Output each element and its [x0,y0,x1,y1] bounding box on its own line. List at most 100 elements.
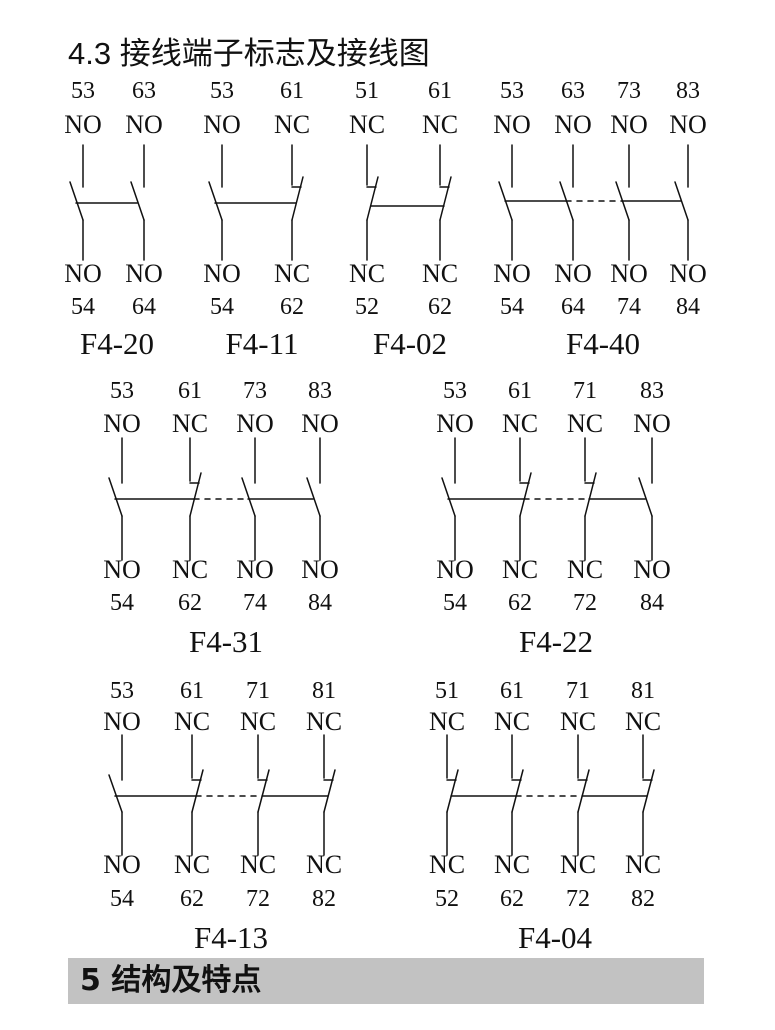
terminal-number-top: 63 [561,78,585,104]
normally-open-blade [208,181,223,221]
contact-type-top: NC [494,707,530,736]
terminal-number-bottom: 84 [640,590,664,616]
terminal-number-bottom: 72 [573,590,597,616]
terminal-number-bottom: 62 [280,294,304,320]
contact-type-top: NC [422,110,458,139]
diagram-label: F4-20 [80,326,154,361]
contact-type-top: NC [174,707,210,736]
diagram-label: F4-02 [373,326,447,361]
terminal-number-top: 61 [428,78,452,104]
terminal-number-top: 81 [631,678,655,704]
contact-type-top: NO [125,110,163,139]
normally-closed-blade [584,472,597,517]
next-section-title: 5 结构及特点 [80,963,262,998]
contact-type-top: NC [240,707,276,736]
terminal-number-bottom: 54 [210,294,234,320]
normally-closed-blade [446,769,459,813]
terminal-number-top: 83 [676,78,700,104]
terminal-number-bottom: 84 [676,294,700,320]
terminal-number-bottom: 52 [435,886,459,912]
terminal-number-top: 51 [355,78,379,104]
terminal-number-bottom: 62 [178,590,202,616]
contact-type-bottom: NO [203,259,241,288]
section-header-bar: 5 结构及特点 [68,958,704,1004]
diagram-label: F4-31 [189,624,263,659]
contact-type-bottom: NC [274,259,310,288]
normally-closed-blade [519,472,532,517]
terminal-number-top: 53 [210,78,234,104]
terminal-number-top: 83 [640,378,664,404]
diagram-label: F4-22 [519,624,593,659]
terminal-number-top: 51 [435,678,459,704]
contact-type-top: NO [236,409,274,438]
terminal-number-top: 53 [110,678,134,704]
contact-type-bottom: NO [554,259,592,288]
normally-open-blade [69,181,84,221]
contact-type-top: NO [103,409,141,438]
contact-type-top: NO [554,110,592,139]
terminal-number-top: 61 [508,378,532,404]
terminal-number-bottom: 72 [566,886,590,912]
normally-closed-blade [642,769,655,813]
terminal-number-bottom: 54 [110,886,134,912]
terminal-number-bottom: 54 [110,590,134,616]
terminal-number-bottom: 64 [561,294,585,320]
normally-closed-blade [189,472,202,517]
contact-type-top: NC [502,409,538,438]
normally-open-blade [638,477,653,517]
contact-type-top: NO [103,707,141,736]
diagram-label: F4-40 [566,326,640,361]
contact-type-top: NC [306,707,342,736]
terminal-number-bottom: 64 [132,294,156,320]
diagram-label: F4-13 [194,920,268,955]
normally-open-blade [441,477,456,517]
contact-type-top: NC [274,110,310,139]
terminal-number-bottom: 74 [617,294,641,320]
contact-type-bottom: NO [610,259,648,288]
terminal-number-top: 61 [178,378,202,404]
terminal-number-bottom: 82 [312,886,336,912]
normally-open-blade [108,774,123,813]
contact-type-top: NO [301,409,339,438]
terminal-number-bottom: 62 [500,886,524,912]
terminal-number-bottom: 62 [180,886,204,912]
contact-type-top: NO [493,110,531,139]
section-title: 4.3 接线端子标志及接线图 [68,36,430,71]
contact-type-top: NC [172,409,208,438]
normally-open-blade [241,477,256,517]
contact-type-top: NC [625,707,661,736]
contact-type-top: NC [560,707,596,736]
contact-type-bottom: NO [125,259,163,288]
contact-type-bottom: NO [493,259,531,288]
diagram-label: F4-11 [226,326,299,361]
terminal-number-top: 71 [573,378,597,404]
normally-closed-blade [191,769,204,813]
contact-type-top: NO [436,409,474,438]
